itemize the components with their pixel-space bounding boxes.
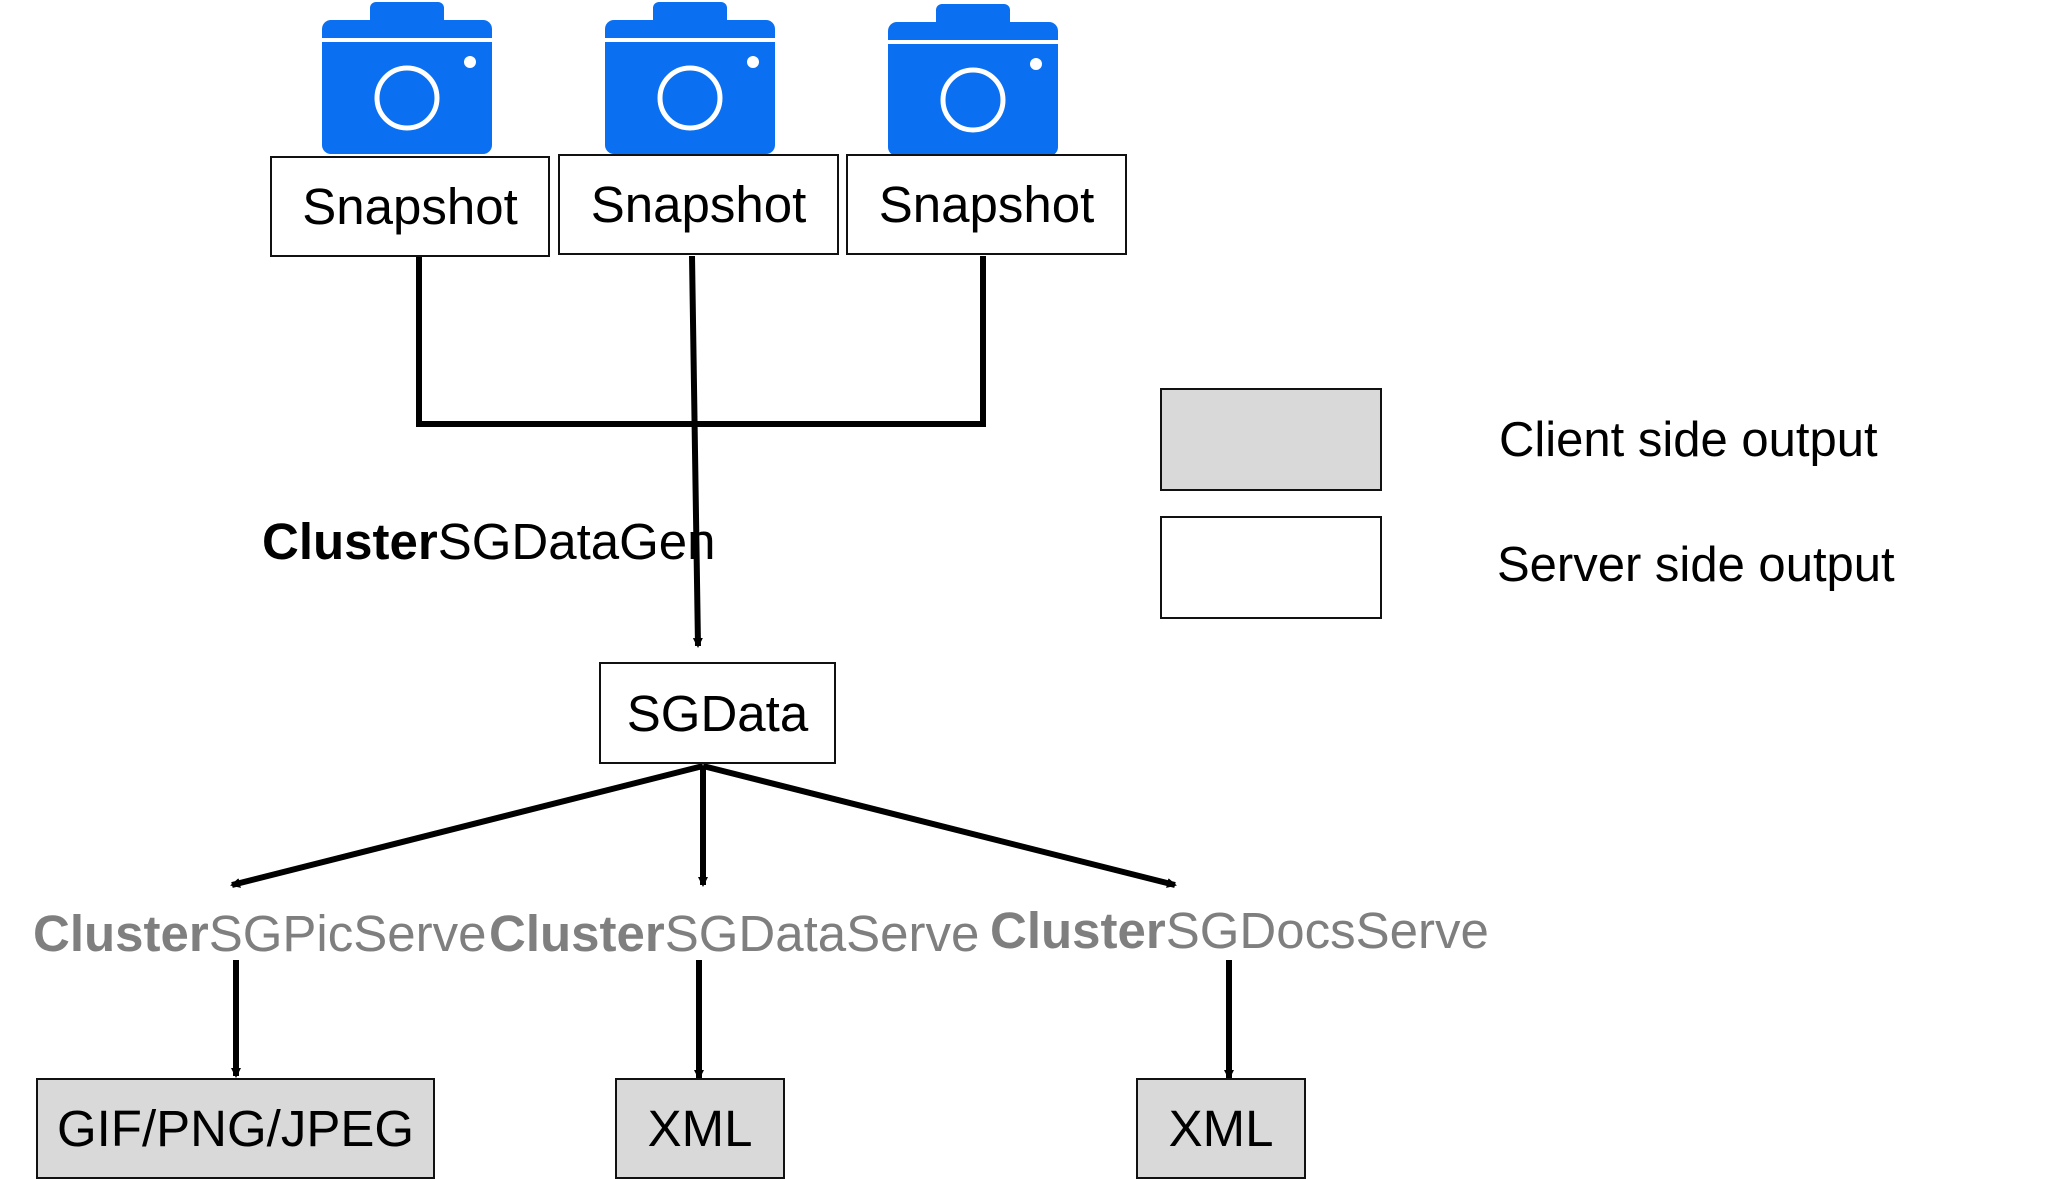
- server-label-name: SGPicServe: [208, 905, 487, 962]
- fanout-arrows: [230, 763, 1177, 888]
- server-label-name: SGDocsServe: [1165, 902, 1489, 959]
- server-label-prefix: Cluster: [990, 902, 1166, 959]
- snapshot-box: Snapshot: [846, 154, 1127, 255]
- server-label-prefix: Cluster: [33, 905, 209, 962]
- server-label-picserve: ClusterSGPicServe: [33, 908, 486, 959]
- snapshot-label: Snapshot: [878, 176, 1095, 233]
- merge-connector: [416, 256, 986, 427]
- output-box: GIF/PNG/JPEG: [36, 1078, 435, 1179]
- generator-arrow: [689, 255, 703, 648]
- output-box: XML: [1136, 1078, 1306, 1179]
- server-label-name: SGDataServe: [664, 905, 980, 962]
- output-label: XML: [647, 1100, 753, 1157]
- legend-client-swatch: [1160, 388, 1382, 491]
- arrow-to-picserve: [230, 763, 704, 888]
- camera-icon: [322, 2, 492, 154]
- output-label: XML: [1168, 1100, 1274, 1157]
- output-label: GIF/PNG/JPEG: [56, 1100, 415, 1157]
- camera-icon: [605, 2, 775, 154]
- legend-client-label: Client side output: [1499, 413, 1878, 467]
- arrow-to-docsserve: [702, 763, 1177, 888]
- server-label-prefix: Cluster: [489, 905, 665, 962]
- generator-label: ClusterSGDataGen: [262, 516, 716, 567]
- generator-label-name: SGDataGen: [437, 513, 716, 570]
- server-label-dataserve: ClusterSGDataServe: [489, 908, 979, 959]
- sgdata-box: SGData: [599, 662, 836, 764]
- snapshot-label: Snapshot: [590, 176, 807, 233]
- sgdata-label: SGData: [626, 684, 809, 742]
- snapshot-box: Snapshot: [270, 156, 550, 257]
- legend-server-swatch: [1160, 516, 1382, 619]
- output-arrows: [231, 960, 1234, 1080]
- camera-icon: [888, 4, 1058, 156]
- server-label-docsserve: ClusterSGDocsServe: [990, 905, 1489, 956]
- snapshot-label: Snapshot: [302, 178, 518, 235]
- legend-server-label: Server side output: [1497, 538, 1895, 592]
- generator-label-prefix: Cluster: [262, 513, 438, 570]
- output-box: XML: [615, 1078, 785, 1179]
- snapshot-box: Snapshot: [558, 154, 839, 255]
